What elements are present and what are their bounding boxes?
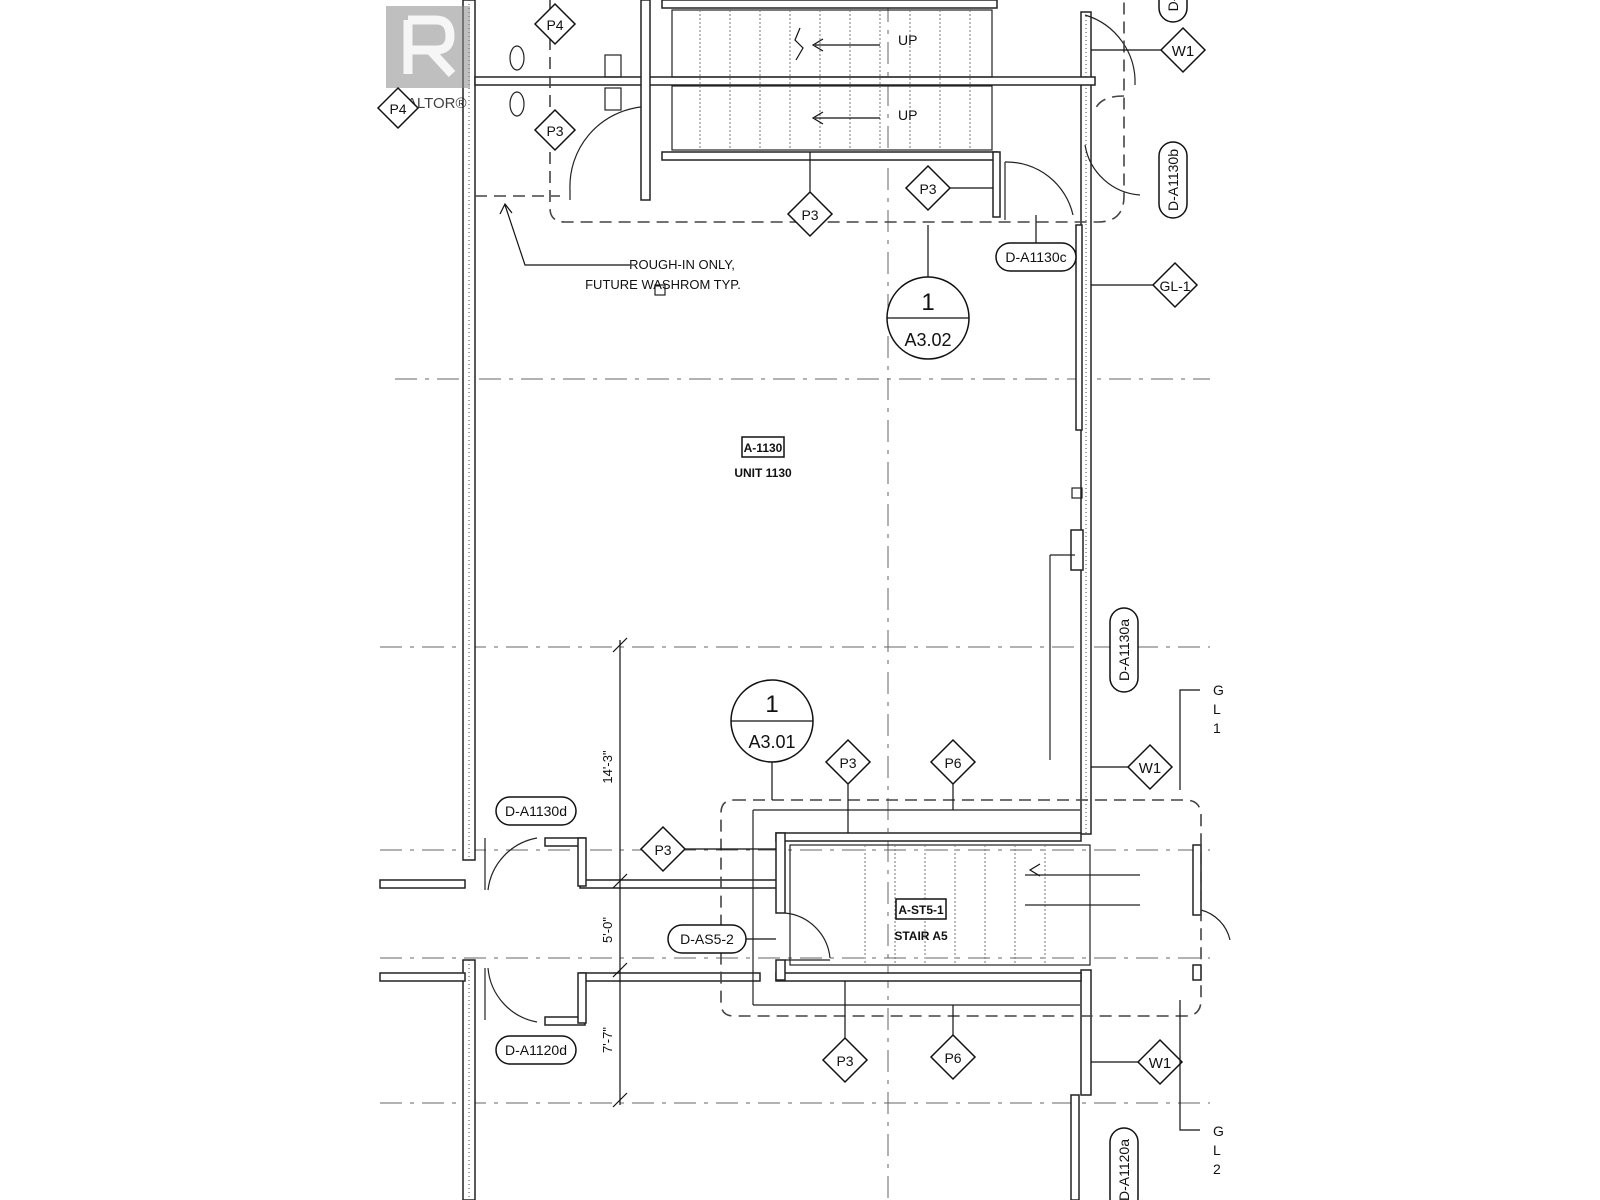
svg-text:D-A1130b: D-A1130b [1165,149,1181,211]
svg-text:P4: P4 [546,17,563,33]
svg-text:2: 2 [1213,1161,1221,1177]
svg-text:G: G [1213,1123,1224,1139]
svg-text:W1: W1 [1149,1055,1172,1072]
rough-in-note: ROUGH-IN ONLY, FUTURE WASHROM TYP. [499,202,741,292]
svg-text:D-A1130d: D-A1130d [505,803,567,819]
svg-text:UNIT 1130: UNIT 1130 [734,466,792,480]
svg-text:D-: D- [1165,0,1181,11]
svg-text:1: 1 [921,289,934,316]
partition-tag: P3 [786,190,834,238]
svg-text:D-A1130c: D-A1130c [1005,249,1066,265]
stair-label: A-ST5-1 STAIR A5 [894,898,948,943]
partition-tag: P3 [639,825,687,873]
door-tag: D-A1120a [1109,1127,1139,1200]
svg-text:A-ST5-1: A-ST5-1 [898,903,944,917]
partition-tags: P4 P4 P3 P3 P3 P3 P6 P3 P3 P6 [376,2,977,1084]
svg-text:A3.02: A3.02 [904,330,951,350]
svg-text:P6: P6 [944,755,961,771]
svg-text:1: 1 [765,691,778,718]
detail-outlines [475,0,1202,1017]
partition-tag: P6 [929,738,977,786]
svg-text:P3: P3 [654,842,671,858]
svg-text:P3: P3 [839,755,856,771]
svg-text:FUTURE WASHROM TYP.: FUTURE WASHROM TYP. [585,277,741,292]
door-tag: D-A1130b [1158,141,1188,219]
svg-text:STAIR A5: STAIR A5 [894,929,948,943]
door-tags: D-A1130b D-A1130c D-A1130a D-A1130d D-AS… [495,0,1188,1200]
door-tag: D-A1130c [995,242,1077,272]
wall-tag: W1 [1136,1038,1184,1086]
svg-text:P4: P4 [389,101,406,117]
door-tag: D-A1130d [495,796,577,826]
svg-text:L: L [1213,701,1221,717]
washroom-fixtures [509,45,1083,499]
svg-text:D-A1120a: D-A1120a [1116,1139,1132,1200]
svg-text:G: G [1213,682,1224,698]
partition-tag: P3 [824,738,872,786]
svg-text:W1: W1 [1139,760,1162,777]
partition-tag: P4 [533,2,577,46]
svg-text:GL-1: GL-1 [1159,278,1190,294]
svg-text:P3: P3 [801,207,818,223]
door-tag: D-A1120d [495,1035,577,1065]
svg-text:ROUGH-IN ONLY,: ROUGH-IN ONLY, [629,257,735,272]
glazing-tag: GL-1 [1091,261,1199,309]
svg-text:P3: P3 [836,1053,853,1069]
svg-text:A3.01: A3.01 [748,732,795,752]
svg-text:14'-3": 14'-3" [600,750,615,784]
svg-text:D-AS5-2: D-AS5-2 [680,931,734,947]
section-callout: 1 A3.02 [886,225,970,360]
walls [379,0,1202,1200]
partition-tag: P3 [533,108,577,152]
partition-tag: P3 [821,1036,869,1084]
dimension-string: 14'-3" 5'-0" 7'-7" [600,637,628,1108]
door-tag: D-AS5-2 [667,924,747,954]
svg-text:A-1130: A-1130 [744,441,783,455]
svg-text:P6: P6 [944,1050,961,1066]
svg-text:W1: W1 [1172,43,1195,60]
room-label: A-1130 UNIT 1130 [734,436,792,480]
svg-text:7'-7": 7'-7" [600,1027,615,1053]
partition-tag: P6 [929,1033,977,1081]
door-tag: D- [1158,0,1188,23]
svg-text:5'-0": 5'-0" [600,917,615,943]
stair-up-label: UP [898,107,917,123]
svg-text:P3: P3 [919,181,936,197]
wall-tag: W1 [1159,26,1207,74]
doors [484,14,1231,1023]
svg-text:L: L [1213,1142,1221,1158]
wall-tag: W1 [1126,743,1174,791]
door-tag: D-A1130a [1109,607,1139,693]
svg-text:D-A1130a: D-A1130a [1116,619,1132,681]
svg-text:P3: P3 [546,123,563,139]
wall-tags: W1 W1 W1 [1091,26,1207,1086]
tag-leaders [685,152,993,1038]
svg-text:D-A1120d: D-A1120d [505,1042,567,1058]
partition-tag: P3 [904,164,952,212]
section-callout: 1 A3.01 [730,679,814,800]
svg-text:1: 1 [1213,720,1221,736]
partition-tag: P4 [376,86,420,130]
stair-up-label: UP [898,32,917,48]
cut-off-tags: G L 1 G L 2 [1179,682,1224,1177]
